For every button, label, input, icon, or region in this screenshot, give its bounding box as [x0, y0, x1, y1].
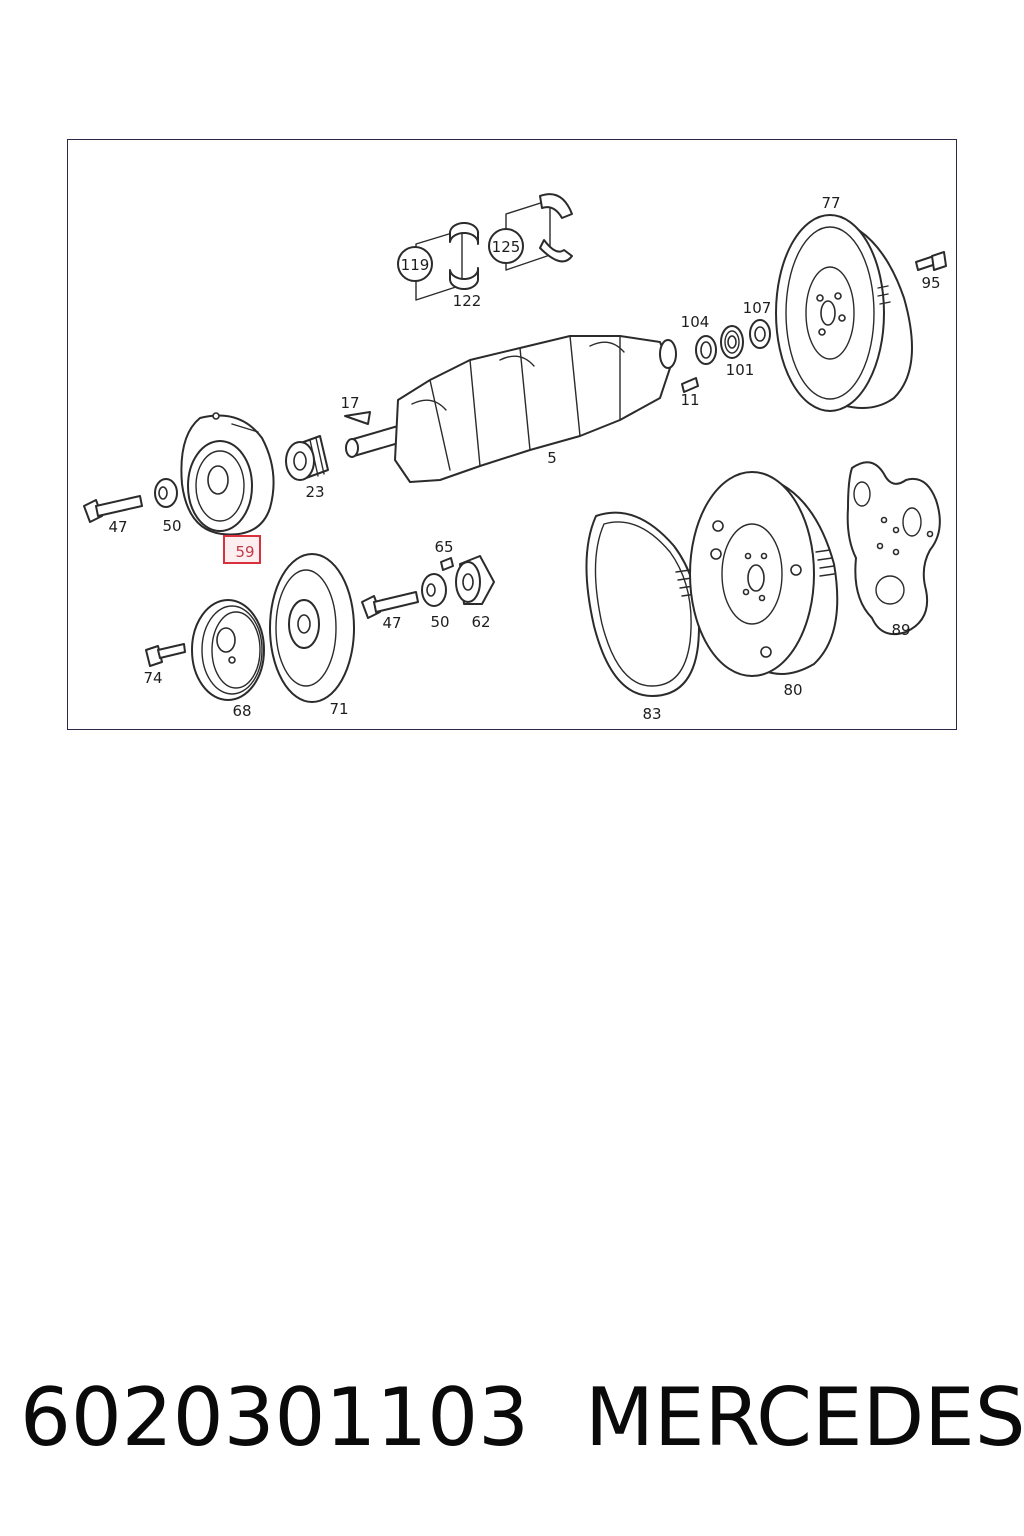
- pin: 65: [434, 538, 454, 571]
- label-77: 77: [821, 194, 840, 212]
- footer: 6020301103 MERCEDES: [20, 1368, 1024, 1468]
- label-101: 101: [726, 361, 755, 379]
- crankshaft: 5: [345, 335, 677, 483]
- label-74: 74: [143, 669, 162, 687]
- screw: 74: [143, 643, 186, 687]
- label-59: 59: [235, 543, 254, 561]
- label-50-middle: 50: [430, 613, 449, 631]
- drive-plate: 80: [689, 471, 839, 699]
- label-122: 122: [453, 292, 482, 310]
- label-5: 5: [547, 449, 557, 467]
- bearing-shells-group: 119 125 122: [397, 193, 573, 310]
- label-47-middle: 47: [382, 614, 401, 632]
- label-11: 11: [680, 391, 699, 409]
- crankshaft-sprocket: 23: [285, 435, 329, 501]
- cover-plate: 89: [846, 461, 941, 639]
- washer-middle: 50: [421, 573, 450, 631]
- woodruff-key: 17: [340, 394, 371, 425]
- label-62: 62: [471, 613, 490, 631]
- dowel-pin: 11: [680, 377, 700, 409]
- label-23: 23: [305, 483, 324, 501]
- label-125: 125: [492, 238, 521, 256]
- label-17: 17: [340, 394, 359, 412]
- bolt-middle: 47: [361, 591, 419, 632]
- label-104: 104: [681, 313, 710, 331]
- bolt-left: 47: [83, 495, 143, 536]
- flywheel: 77: [775, 194, 913, 412]
- radial-seal: 104: [681, 313, 717, 365]
- label-83: 83: [642, 705, 661, 723]
- hub: 62: [455, 555, 495, 631]
- ball-bearing: 101: [720, 325, 755, 379]
- washer-left: 50: [154, 478, 182, 535]
- label-119: 119: [401, 256, 430, 274]
- label-89: 89: [891, 621, 910, 639]
- torsional-damper-pulley: 71: [269, 553, 355, 718]
- highlight-box: [223, 535, 261, 564]
- label-71: 71: [329, 700, 348, 718]
- label-65: 65: [434, 538, 453, 556]
- label-68: 68: [232, 702, 251, 720]
- label-80: 80: [783, 681, 802, 699]
- brand-name: MERCEDES: [584, 1371, 1024, 1464]
- label-50-left: 50: [162, 517, 181, 535]
- label-107: 107: [743, 299, 772, 317]
- flywheel-bolt: 95: [915, 251, 947, 292]
- label-47-left: 47: [108, 518, 127, 536]
- label-95: 95: [921, 274, 940, 292]
- ring-gear: 83: [585, 511, 700, 723]
- belt-pulley: 68: [191, 599, 265, 720]
- spacer-ring: 107: [743, 299, 772, 349]
- part-number: 6020301103: [20, 1371, 529, 1464]
- vibration-damper: [180, 412, 275, 536]
